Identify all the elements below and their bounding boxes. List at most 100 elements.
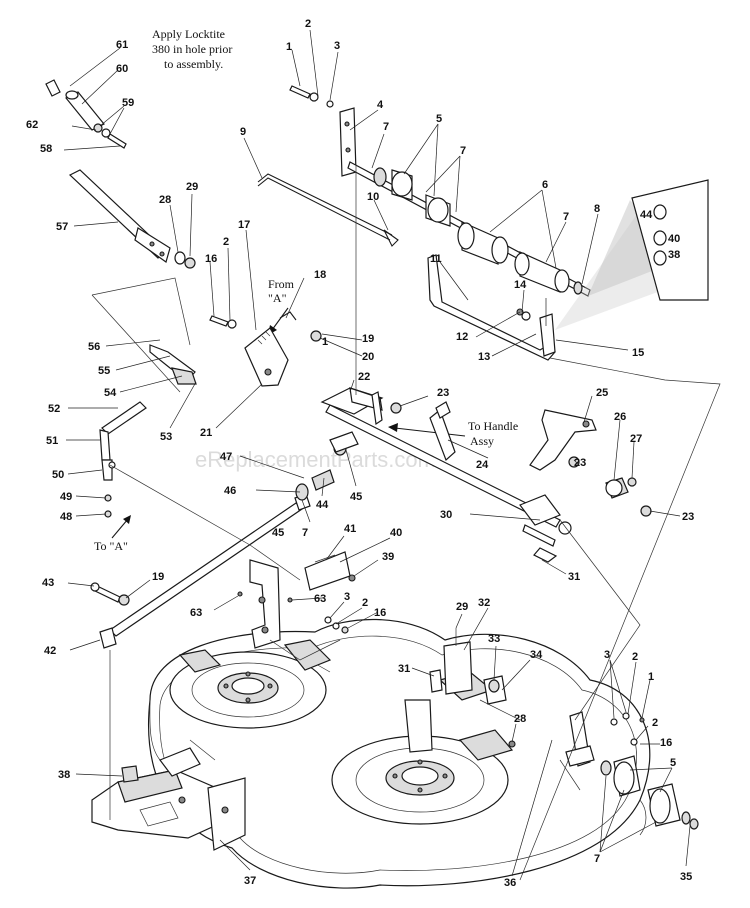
note-to-a: To "A": [94, 539, 128, 553]
bracket-40-41: [304, 551, 356, 591]
callout-10: 10: [367, 191, 379, 203]
callout-37: 37: [244, 875, 256, 887]
callout-numbers: 1 2 3 4 5 7 9 10 11 8 6 61 60 59 62 58 5…: [26, 18, 694, 889]
callout-63-b: 63: [314, 593, 326, 605]
callout-14: 14: [514, 279, 527, 291]
note-locktite-line1: Apply Locktite: [152, 27, 225, 41]
callout-40-mid: 40: [390, 527, 402, 539]
leader-lines: [63, 29, 691, 877]
note-locktite-line2: 380 in hole prior: [152, 42, 232, 56]
callout-24: 24: [476, 459, 489, 471]
callout-59: 59: [122, 97, 134, 109]
callout-18: 18: [314, 269, 326, 281]
callout-45-b: 45: [272, 527, 284, 539]
routing-lines: [91, 165, 721, 881]
note-to-handle-line1: To Handle: [468, 419, 518, 433]
callout-20: 20: [362, 351, 374, 363]
callout-45-a: 45: [350, 491, 362, 503]
callout-51: 51: [46, 435, 58, 447]
grip-60: [65, 90, 105, 131]
to-a-arrow: [111, 515, 131, 539]
handle-assy-57: [68, 169, 171, 263]
callout-21: 21: [200, 427, 212, 439]
cotter-pin-10: [383, 229, 399, 247]
callout-17: 17: [238, 219, 250, 231]
callout-41: 41: [344, 523, 356, 535]
detail-inset: [555, 179, 709, 330]
callout-19-top: 19: [362, 333, 374, 345]
bracket-32: [429, 628, 516, 748]
callout-46: 46: [224, 485, 236, 497]
spring-59: [93, 123, 127, 149]
note-from-a-line1: From: [268, 277, 295, 291]
callout-30: 30: [440, 509, 452, 521]
lever-55: [149, 344, 197, 385]
callout-40-inset: 40: [668, 233, 680, 245]
callout-43: 43: [42, 577, 54, 589]
callout-26: 26: [614, 411, 626, 423]
idler-shaft: [347, 161, 591, 297]
callout-56: 56: [88, 341, 100, 353]
callout-35: 35: [680, 871, 692, 883]
lever-51: [99, 401, 147, 518]
callout-15: 15: [632, 347, 644, 359]
ratchet-plate-21: [244, 327, 289, 387]
callout-16-lower: 16: [660, 737, 672, 749]
pin-27: [627, 477, 637, 487]
callout-54: 54: [104, 387, 117, 399]
front-hanger-bracket-37: [91, 747, 246, 851]
callout-47: 47: [220, 451, 232, 463]
nut-23-c: [640, 505, 652, 517]
callout-23-c: 23: [682, 511, 694, 523]
callout-28-top: 28: [159, 194, 171, 206]
pulleys-5-lower: [600, 755, 699, 830]
callout-7-lower: 7: [594, 853, 600, 865]
callout-19-left: 19: [152, 571, 164, 583]
callout-2-lower-b: 2: [652, 717, 658, 729]
callout-6: 6: [542, 179, 548, 191]
washer-19-20: [310, 330, 322, 342]
callout-23-b: 23: [574, 457, 586, 469]
callout-55: 55: [98, 365, 110, 377]
callout-1-top: 1: [286, 41, 292, 53]
to-handle-arrow: [388, 423, 466, 437]
callout-61: 61: [116, 39, 128, 51]
pivot-bracket-4: [339, 107, 357, 177]
callout-29-top: 29: [186, 181, 198, 193]
bushing-38: [121, 765, 139, 783]
nut-23-b: [568, 456, 580, 468]
callout-42: 42: [44, 645, 56, 657]
callout-7-a: 7: [383, 121, 389, 133]
spacers-45-7: [295, 431, 359, 501]
bushing-26: [605, 477, 629, 499]
bolt-43: [90, 582, 130, 606]
callout-57: 57: [56, 221, 68, 233]
callout-22: 22: [358, 371, 370, 383]
callout-27: 27: [630, 433, 642, 445]
callout-31-a: 31: [568, 571, 580, 583]
callout-12: 12: [456, 331, 468, 343]
callout-39: 39: [382, 551, 394, 563]
lift-shaft-30: [320, 387, 572, 563]
callout-38-inset: 38: [668, 249, 680, 261]
washer-28-top: [174, 251, 186, 265]
note-locktite-line3: to assembly.: [164, 57, 223, 71]
callout-49: 49: [60, 491, 72, 503]
spring-18: [279, 311, 297, 321]
bracket-11: [427, 254, 556, 361]
callout-2-top: 2: [305, 18, 311, 30]
callout-2-lower-a: 2: [632, 651, 638, 663]
nut-23-a: [390, 402, 402, 414]
callout-1-lower: 1: [648, 671, 654, 683]
callout-36: 36: [504, 877, 516, 889]
washer-2-mid: [209, 315, 237, 329]
callout-3-lower: 3: [604, 649, 610, 661]
note-from-a-line2: "A": [268, 291, 287, 305]
screws-63-3-2-16: [237, 591, 349, 634]
callout-25: 25: [596, 387, 608, 399]
callout-60: 60: [116, 63, 128, 75]
lift-arm-25: [529, 409, 597, 471]
callout-33: 33: [488, 633, 500, 645]
callout-5-top: 5: [436, 113, 442, 125]
callout-28-mid: 28: [514, 713, 526, 725]
